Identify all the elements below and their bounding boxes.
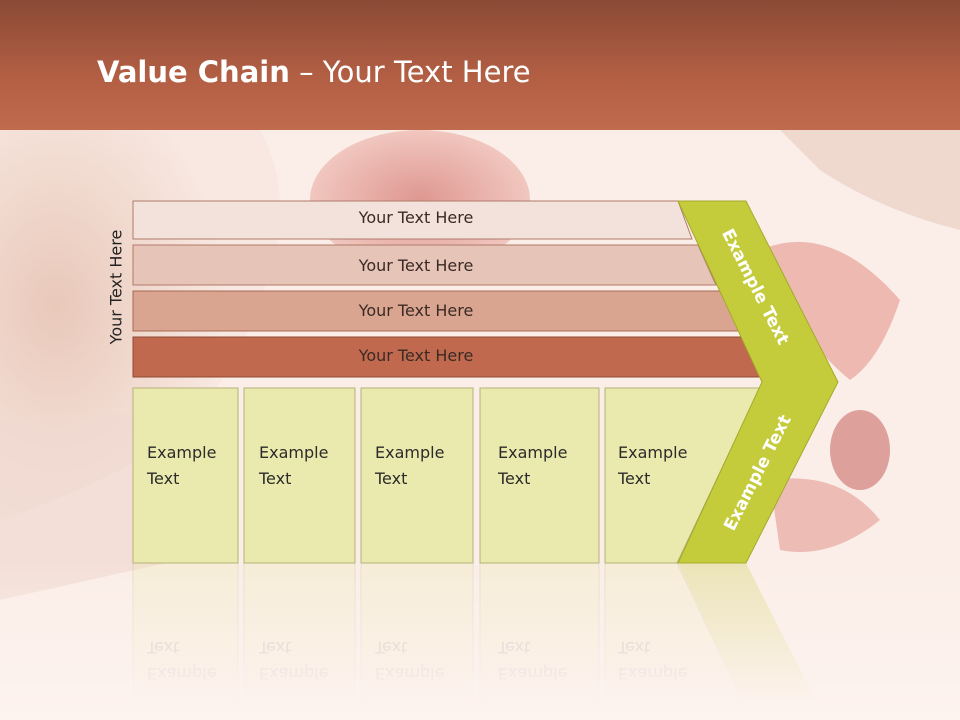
box-4: [479, 387, 600, 564]
box-3: [360, 387, 474, 564]
reflection-label-5: Example Text: [618, 638, 688, 683]
slide-title: Value Chain – Your Text Here: [97, 55, 531, 89]
box-5: [604, 387, 761, 564]
box-label-3: Example Text: [375, 443, 445, 488]
box-label-5: Example Text: [618, 443, 688, 488]
row-label-4: Your Text Here: [358, 346, 474, 365]
reflection-label-1: Example Text: [147, 638, 217, 683]
row-bar-2: [132, 244, 717, 286]
reflection-label-3: Example Text: [375, 638, 445, 683]
box-2: [243, 387, 356, 564]
box-label-1: Example Text: [147, 443, 217, 488]
reflection-label-4: Example Text: [498, 638, 568, 683]
header-bar: [0, 0, 960, 130]
box-label-4: Example Text: [498, 443, 568, 488]
diagram-reflection: Example Text Example Text Example Text E…: [0, 563, 960, 720]
row-label-1: Your Text Here: [358, 208, 474, 227]
row-label-2: Your Text Here: [358, 256, 474, 275]
title-rest: – Your Text Here: [289, 55, 531, 89]
box-1: [132, 387, 239, 564]
chevron-arrow: [677, 200, 839, 564]
title-bold: Value Chain: [97, 55, 290, 89]
box-label-2: Example Text: [259, 443, 329, 488]
row-bar-1: [132, 200, 693, 240]
row-label-3: Your Text Here: [358, 301, 474, 320]
reflection-label-2: Example Text: [259, 638, 329, 683]
